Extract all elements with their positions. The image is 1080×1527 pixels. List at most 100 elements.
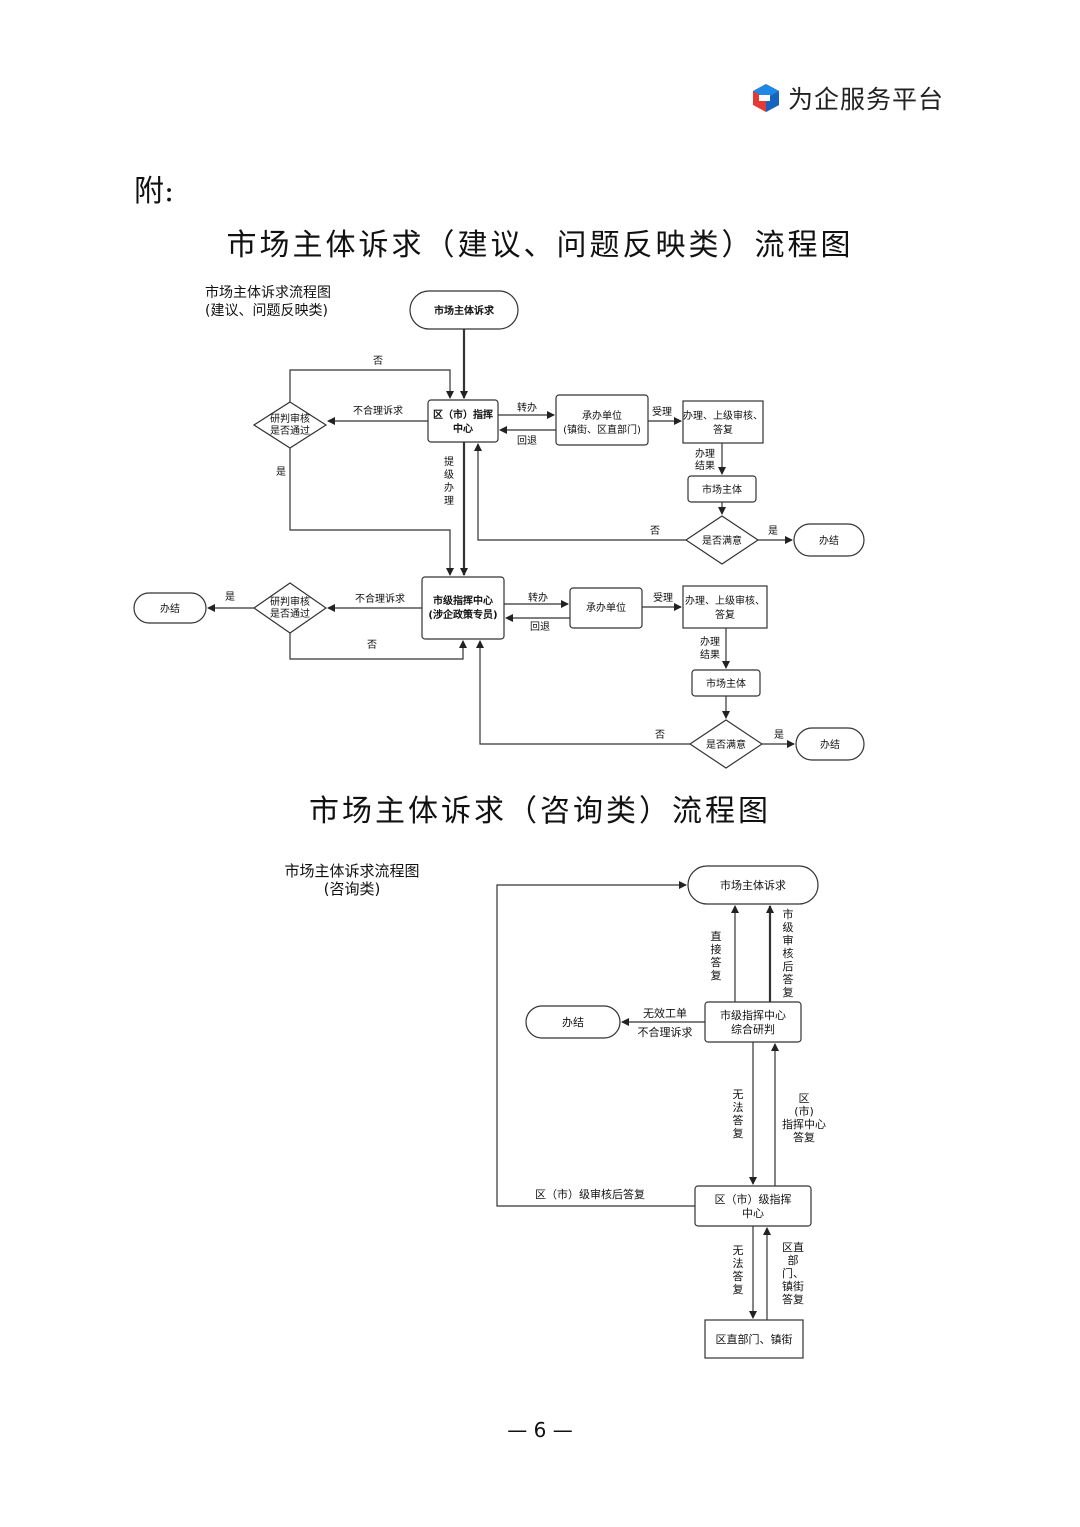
c1-satisfied1-label: 是否满意 xyxy=(702,534,742,547)
c2-unreasonable: 不合理诉求 xyxy=(638,1025,693,1039)
c2-dept-reply-4: 镇街 xyxy=(782,1279,804,1293)
c2-city-review-reply-7: 复 xyxy=(783,985,794,999)
c1-return2: 回退 xyxy=(530,621,550,633)
c2-district-reply-2: (市) xyxy=(794,1104,814,1118)
c1-no1: 否 xyxy=(650,525,660,537)
c1-legend-line1: 市场主体诉求流程图 xyxy=(205,284,331,301)
c1-district-center-label2: 中心 xyxy=(453,422,473,435)
c2-city-center-node xyxy=(704,1001,802,1043)
c2-dept-reply-3: 门、 xyxy=(782,1266,804,1280)
c2-direct-reply-2: 接 xyxy=(711,943,722,956)
c1-legend-line2: (建议、问题反映类) xyxy=(205,303,328,319)
c2-city-review-reply-4: 核 xyxy=(783,946,794,960)
c2-city-review-reply-6: 答 xyxy=(783,972,794,986)
c2-city-center-label2: 综合研判 xyxy=(731,1022,775,1036)
c1-accept1: 受理 xyxy=(652,406,672,418)
c1-accept2: 受理 xyxy=(653,592,673,604)
c2-cannot-reply2-1: 无 xyxy=(733,1244,744,1257)
c1-no-bottom: 否 xyxy=(367,639,377,651)
c1-city-center-label1: 市级指挥中心 xyxy=(433,594,493,607)
c2-legend-line1: 市场主体诉求流程图 xyxy=(284,862,419,880)
c1-satisfied2-label: 是否满意 xyxy=(706,738,746,751)
c1-subject2-label: 市场主体 xyxy=(706,677,746,690)
c2-city-center-label1: 市级指挥中心 xyxy=(720,1008,786,1022)
c2-invalid: 无效工单 xyxy=(643,1006,687,1020)
c1-yes2: 是 xyxy=(774,729,784,741)
c1-result2-label1: 办理 xyxy=(700,635,720,648)
c1-yes-left2: 是 xyxy=(225,591,235,603)
c1-district-center-node xyxy=(427,399,499,443)
c1-unit2-node xyxy=(569,587,643,629)
c1-handle1-label1: 办理、上级审核、 xyxy=(683,409,763,422)
c1-unit2-label: 承办单位 xyxy=(586,601,626,614)
c2-district-reply-3: 指挥中心 xyxy=(782,1117,826,1131)
c1-district-center-label1: 区（市）指挥 xyxy=(433,408,493,421)
c1-yes-left1: 是 xyxy=(276,466,286,478)
c1-end2-node xyxy=(795,727,865,761)
c1-review2-label1: 研判审核 xyxy=(270,595,310,608)
c2-district-reply-1: 区 xyxy=(799,1092,810,1105)
brand-header: 为企服务平台 xyxy=(750,80,944,116)
c2-cannot-reply1-2: 法 xyxy=(733,1100,744,1114)
c1-handle2-label2: 答复 xyxy=(715,608,735,621)
c2-dept-reply-2: 部 xyxy=(788,1253,799,1267)
c1-end-left-node xyxy=(133,592,207,624)
c2-cannot-reply1-1: 无 xyxy=(733,1088,744,1101)
c1-satisfied1-diamond xyxy=(684,515,760,565)
c1-subject1-label: 市场主体 xyxy=(702,483,742,496)
c1-result2-label2: 结果 xyxy=(700,648,720,661)
c2-district-review-reply: 区（市）级审核后答复 xyxy=(535,1187,645,1201)
c2-end-label: 办结 xyxy=(562,1016,584,1029)
c2-direct-reply-4: 复 xyxy=(711,968,722,982)
c1-no2: 否 xyxy=(655,729,665,741)
c2-cannot-reply1-3: 答 xyxy=(733,1113,744,1127)
c1-review1-label2: 是否通过 xyxy=(270,424,310,437)
c2-dept-label: 区直部门、镇街 xyxy=(716,1332,793,1346)
c2-district-center-node xyxy=(694,1185,812,1227)
c2-legend-line2: (咨询类) xyxy=(324,880,381,898)
c1-unit1-node xyxy=(555,394,649,446)
c1-escalate-2: 级 xyxy=(444,469,454,481)
c1-start-label: 市场主体诉求 xyxy=(434,304,495,317)
c1-review1-diamond xyxy=(252,401,328,449)
c2-dept-reply-5: 答复 xyxy=(782,1292,804,1306)
c1-escalate-1: 提 xyxy=(444,456,454,468)
chart2-title: 市场主体诉求（咨询类）流程图 xyxy=(309,794,771,829)
c1-review1-label1: 研判审核 xyxy=(270,412,310,425)
c1-satisfied2-diamond xyxy=(688,719,764,769)
c1-handle1-label2: 答复 xyxy=(713,423,733,436)
c1-end-left-label: 办结 xyxy=(160,602,180,615)
c1-escalate-4: 理 xyxy=(444,495,454,507)
c1-unreasonable1: 不合理诉求 xyxy=(353,404,403,417)
c1-handle1-node xyxy=(682,400,764,444)
c2-district-center-label2: 中心 xyxy=(742,1207,764,1220)
chart1-title: 市场主体诉求（建议、问题反映类）流程图 xyxy=(226,228,854,263)
c2-direct-reply-1: 直 xyxy=(711,929,722,943)
c2-start-node xyxy=(687,865,819,905)
c2-cannot-reply1-4: 复 xyxy=(733,1126,744,1140)
c2-dept-node xyxy=(704,1319,804,1359)
c1-end2-label: 办结 xyxy=(820,738,840,751)
c2-city-review-reply-3: 审 xyxy=(783,933,794,947)
platform-logo-icon xyxy=(753,84,779,112)
c2-city-review-reply-1: 市 xyxy=(783,907,794,921)
c1-transfer2: 转办 xyxy=(528,591,548,604)
c2-district-reply-4: 答复 xyxy=(793,1130,815,1144)
c1-review2-label2: 是否通过 xyxy=(270,607,310,620)
c1-city-center-node xyxy=(421,576,505,640)
c1-city-center-label2: (涉企政策专员) xyxy=(428,608,497,621)
c2-cannot-reply2-3: 答 xyxy=(733,1269,744,1283)
c2-city-review-reply-2: 级 xyxy=(783,921,794,934)
c2-start-label: 市场主体诉求 xyxy=(720,878,786,892)
c2-district-center-label1: 区（市）级指挥 xyxy=(715,1192,792,1206)
c1-unit1-label1: 承办单位 xyxy=(582,409,622,422)
c1-end1-label: 办结 xyxy=(819,534,839,547)
c2-cannot-reply2-4: 复 xyxy=(733,1282,744,1296)
appendix-label: 附: xyxy=(134,174,175,209)
c1-escalate-3: 办 xyxy=(444,481,454,494)
c2-direct-reply-3: 答 xyxy=(711,955,722,969)
c1-transfer1: 转办 xyxy=(517,401,537,414)
c1-review2-diamond xyxy=(252,582,328,634)
c1-no-top: 否 xyxy=(373,355,383,367)
